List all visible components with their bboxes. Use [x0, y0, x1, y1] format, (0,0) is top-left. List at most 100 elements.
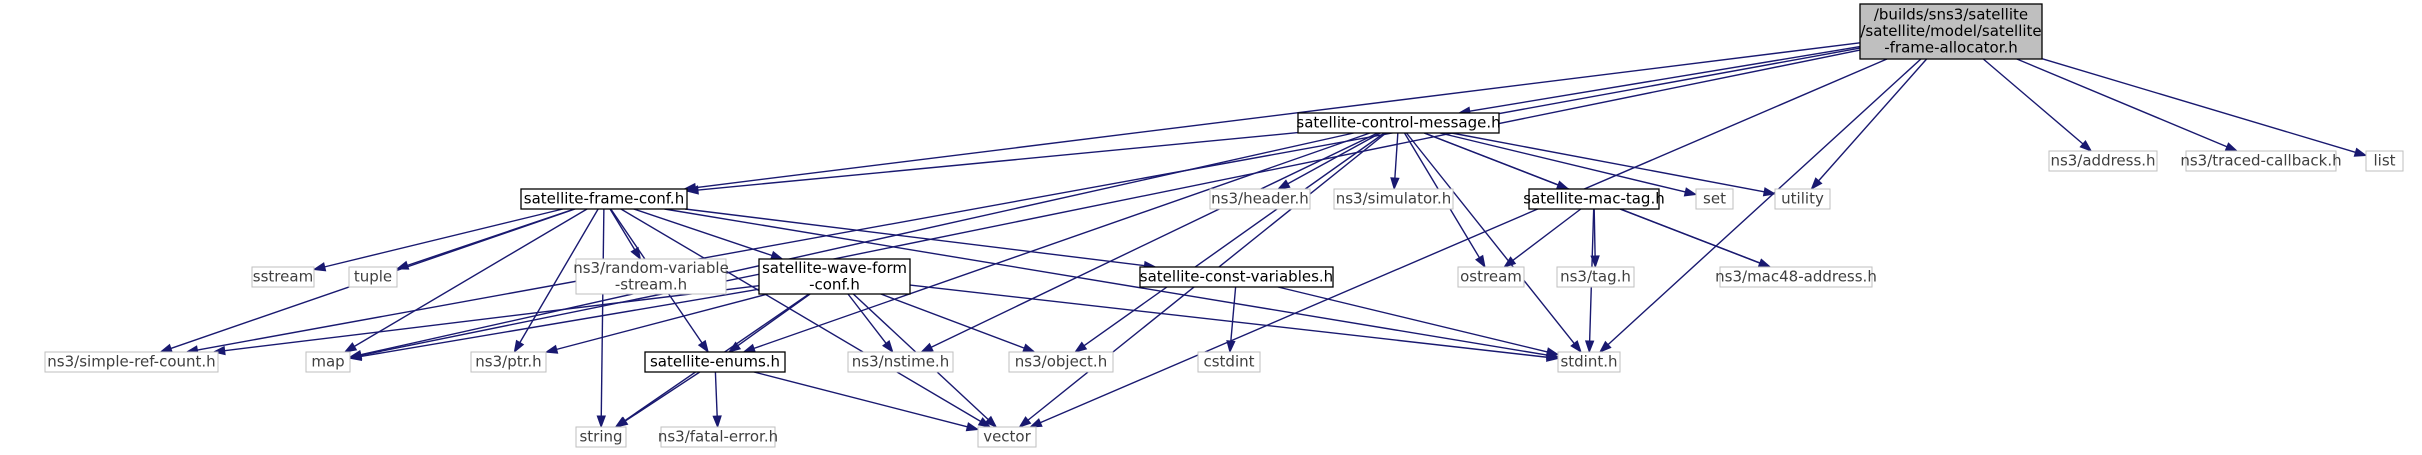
node-box	[44, 351, 219, 373]
edge-line	[664, 208, 1548, 356]
node-box	[1008, 351, 1114, 373]
node-label-line: /builds/sns3/satellite	[1874, 6, 2028, 24]
edge-line	[1607, 58, 1922, 346]
edge-arrowhead	[1683, 187, 1698, 197]
node-label-line: ns3/ptr.h	[475, 353, 541, 371]
node-box	[575, 258, 727, 295]
edge-line	[1230, 286, 1237, 342]
edge-arrowhead	[2353, 147, 2368, 157]
node-label-line: map	[311, 353, 344, 371]
node-ptr: ns3/ptr.h	[470, 351, 547, 373]
edge-arrowhead	[343, 342, 358, 353]
edge-line	[360, 132, 1354, 356]
edge-line	[1982, 58, 2084, 145]
edge-arrowhead	[920, 342, 934, 353]
edge-line	[609, 208, 636, 250]
edge-line	[224, 284, 760, 352]
node-wave[interactable]: satellite-wave-form-conf.h	[758, 258, 911, 295]
edge-line	[1439, 132, 1686, 193]
edge-wave-to-nstime	[847, 293, 894, 354]
node-box	[1297, 112, 1500, 134]
edge-line	[1083, 132, 1385, 347]
edge-ctrl-to-stdint	[1405, 132, 1582, 354]
edge-line	[625, 371, 701, 422]
edge-line	[737, 293, 811, 347]
node-label-line: ns3/tag.h	[1560, 268, 1631, 286]
edge-arrowhead	[1545, 347, 1560, 357]
node-label-line: -conf.h	[809, 275, 860, 293]
node-nstime: ns3/nstime.h	[847, 351, 954, 373]
edge-line	[197, 47, 1861, 351]
node-vector: vector	[977, 426, 1037, 448]
edge-wave-to-simpleref	[212, 284, 760, 356]
edge-arrowhead	[1226, 340, 1236, 354]
edge-arrowhead	[1757, 258, 1772, 268]
node-box	[470, 351, 547, 373]
edge-line	[880, 293, 1025, 349]
node-box	[251, 266, 315, 288]
node-label-line: sstream	[253, 268, 313, 286]
node-label-line: utility	[1781, 190, 1824, 208]
edge-line	[697, 131, 1299, 191]
node-label-line: /satellite/model/satellite	[1860, 22, 2041, 40]
node-label-line: ns3/address.h	[2050, 152, 2155, 170]
edge-arrowhead	[1810, 177, 1823, 191]
node-mac48: ns3/mac48-address.h	[1715, 266, 1877, 288]
edge-line	[2041, 58, 2356, 153]
edge-ctrl-to-object	[1073, 132, 1385, 353]
node-box	[575, 426, 627, 448]
node-box	[305, 351, 351, 373]
node-mactag[interactable]: satellite-mac-tag.h	[1523, 188, 1665, 210]
node-label-line: list	[2373, 152, 2395, 170]
edge-line	[1040, 58, 1888, 424]
edge-arrowhead	[1584, 340, 1595, 354]
edge-arrowhead	[1028, 418, 1043, 428]
node-map: map	[305, 351, 351, 373]
node-list: list	[2365, 150, 2404, 172]
edge-arrowhead	[1022, 343, 1036, 353]
node-label-line: satellite-control-message.h	[1296, 114, 1500, 132]
node-label-line: satellite-frame-conf.h	[524, 190, 684, 208]
edge-line	[354, 208, 588, 348]
edge-line	[1593, 208, 1596, 257]
node-simulator: ns3/simulator.h	[1333, 188, 1454, 210]
edge-arrowhead	[965, 422, 980, 432]
node-fconf[interactable]: satellite-frame-conf.h	[520, 188, 688, 210]
edge-arrowhead	[712, 415, 722, 429]
edge-arrowhead	[742, 343, 757, 353]
edge-line	[360, 288, 760, 358]
edge-root-to-list	[2041, 58, 2368, 157]
edge-ctrl-to-simulator	[1390, 132, 1400, 191]
edge-line	[1469, 45, 1861, 112]
node-label-line: ostream	[1460, 268, 1522, 286]
node-box	[1557, 351, 1621, 373]
node-box	[977, 426, 1037, 448]
node-enums[interactable]: satellite-enums.h	[644, 351, 786, 373]
node-label-line: ns3/header.h	[1211, 190, 1309, 208]
edge-line	[1394, 132, 1399, 179]
node-box	[1859, 3, 2043, 60]
edge-line	[695, 42, 1861, 189]
edge-line	[360, 49, 1861, 357]
node-box	[1333, 188, 1454, 210]
node-label-line: satellite-wave-form	[762, 259, 907, 277]
edge-fconf-to-wave	[633, 208, 784, 260]
nodes-layer: /builds/sns3/satellite/satellite/model/s…	[44, 3, 2404, 448]
edge-constvar-to-stdint	[1277, 286, 1560, 357]
edge-arrowhead	[630, 246, 642, 261]
node-box	[348, 266, 398, 288]
node-set: set	[1695, 188, 1734, 210]
node-label-line: ns3/fatal-error.h	[658, 428, 778, 446]
node-constvar[interactable]: satellite-const-variables.h	[1139, 266, 1334, 288]
edge-line	[600, 208, 605, 417]
edge-arrowhead	[596, 415, 606, 429]
node-root[interactable]: /builds/sns3/satellite/satellite/model/s…	[1859, 3, 2043, 60]
node-fatal: ns3/fatal-error.h	[658, 426, 778, 448]
edge-arrowhead	[614, 416, 629, 428]
edge-arrowhead	[159, 343, 173, 353]
edge-line	[2016, 58, 2228, 148]
node-ctrl[interactable]: satellite-control-message.h	[1296, 112, 1501, 134]
node-box	[1528, 188, 1660, 210]
node-label-line: tuple	[354, 268, 392, 286]
edge-wave-to-ptr	[544, 293, 768, 354]
